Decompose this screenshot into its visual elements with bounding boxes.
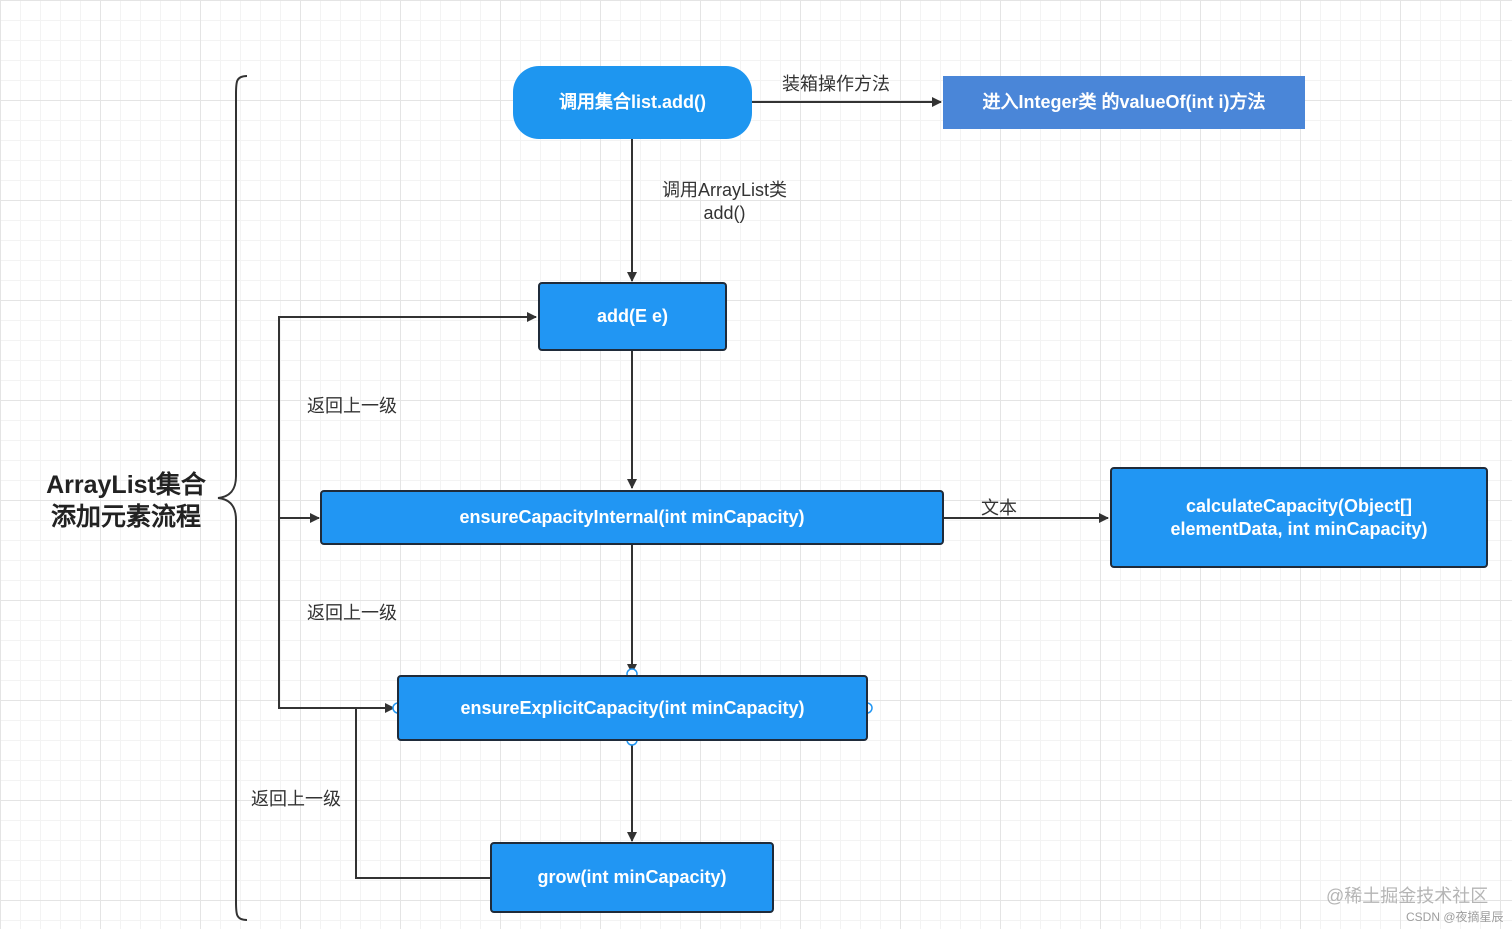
group-label-line1: ArrayList集合 [46, 471, 206, 499]
node-calculate-capacity-line1: calculateCapacity(Object[] [1185, 495, 1413, 516]
node-call-list-add[interactable]: 调用集合list.add() [513, 66, 752, 139]
label-call-arraylist-line2: add() [703, 203, 746, 223]
edge-return-1 [278, 312, 537, 709]
label-call-arraylist-line1: 调用ArrayList类 [661, 180, 787, 200]
watermark-csdn: CSDN @夜摘星辰 [1406, 910, 1504, 924]
group-brace [217, 75, 248, 921]
group-label-line2: 添加元素流程 [50, 503, 201, 531]
node-calculate-capacity-line2: elementData, int minCapacity) [1170, 518, 1428, 539]
label-return-2: 返回上一级 [307, 603, 397, 623]
edge-return-3 [355, 703, 490, 879]
label-return-1: 返回上一级 [307, 396, 397, 416]
label-call-arraylist: 调用ArrayList类 add() [652, 179, 797, 225]
node-integer-valueof[interactable]: 进入Integer类 的valueOf(int i)方法 [943, 76, 1305, 129]
label-boxing: 装箱操作方法 [782, 74, 890, 94]
node-ensure-capacity-internal[interactable]: ensureCapacityInternal(int minCapacity) [320, 490, 944, 545]
watermark-juejin: @稀土掘金技术社区 [1326, 886, 1489, 906]
label-return-3: 返回上一级 [251, 789, 341, 809]
node-ensure-explicit-capacity[interactable]: ensureExplicitCapacity(int minCapacity) [397, 675, 868, 741]
label-text: 文本 [981, 498, 1017, 518]
node-add-e[interactable]: add(E e) [538, 282, 727, 351]
node-calculate-capacity[interactable]: calculateCapacity(Object[] elementData, … [1110, 467, 1488, 568]
group-label: ArrayList集合 添加元素流程 [36, 469, 216, 533]
node-grow[interactable]: grow(int minCapacity) [490, 842, 774, 913]
